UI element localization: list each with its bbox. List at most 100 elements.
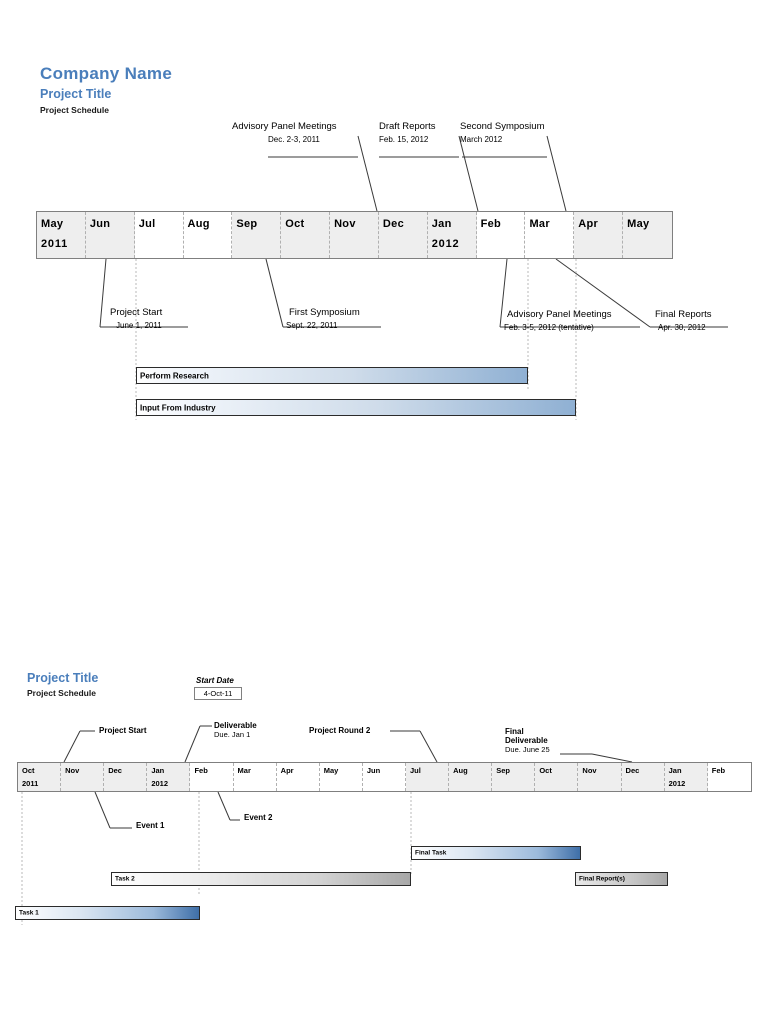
milestone-title: Final Deliverable: [505, 727, 548, 745]
timeline-month-cell: Apr: [574, 212, 624, 258]
timeline-month-cell: Jan 2012: [664, 763, 708, 791]
milestone-title: Deliverable: [214, 721, 257, 730]
timeline-month-label: Aug: [453, 766, 468, 775]
milestone-c2-project-round-2: Project Round 2: [309, 726, 370, 735]
timeline-month-label: Oct: [539, 766, 552, 775]
timeline-month-label: Nov: [65, 766, 80, 775]
milestone-title: Final Reports: [655, 309, 712, 320]
task-bar-input-from-industry[interactable]: Input From Industry: [136, 399, 576, 416]
timeline-month-label: Sep: [496, 766, 510, 775]
timeline-month-label: Sep: [236, 218, 258, 230]
task-bar-task-1[interactable]: Task 1: [15, 906, 200, 920]
timeline-month-label: Apr: [578, 218, 599, 230]
task-bar-final-reports[interactable]: Final Report(s): [575, 872, 668, 886]
milestone-date: Due. Jan 1: [214, 730, 251, 739]
timeline-month-label: Jun: [89, 218, 111, 230]
task-bar-label: Final Report(s): [579, 875, 625, 883]
milestone-title: First Symposium: [289, 307, 360, 318]
milestone-title: Event 1: [136, 821, 165, 830]
task-bar-label: Perform Research: [140, 371, 209, 380]
timeline-month-cell: Jan 2012: [147, 763, 191, 791]
task-bar-label: Final Task: [415, 849, 447, 857]
task-bar-label: Input From Industry: [140, 403, 216, 412]
milestone-title: Project Start: [99, 726, 147, 735]
leader-project-start: [99, 258, 107, 328]
milestone-c2-event-2: Event 2: [244, 813, 272, 822]
timeline-month-cell: Oct: [535, 763, 579, 791]
timeline-month-cell: Mar: [525, 212, 575, 258]
timeline-month-cell: Nov: [578, 763, 622, 791]
timeline-month-cell: Nov: [330, 212, 379, 258]
timeline-month-label: May: [627, 218, 650, 230]
timeline-month-cell: Dec: [621, 763, 665, 791]
milestone-first-symposium: First Symposium Sept. 22, 2011: [286, 307, 360, 330]
timeline-month-cell: Dec: [104, 763, 148, 791]
leader-advisory-panel-feb: [499, 258, 508, 328]
task-bar-final-task[interactable]: Final Task: [411, 846, 581, 860]
leader-c2-round2: [419, 730, 438, 763]
timeline-month-label: Nov: [334, 218, 356, 230]
timeline-month-cell: Aug: [184, 212, 233, 258]
timeline-month-cell: Feb: [708, 763, 751, 791]
task-bar-label: Task 2: [115, 875, 135, 883]
timeline-month-label: Jun: [366, 766, 381, 775]
timeline-month-cell: Jun: [85, 212, 135, 258]
timeline-month-label: Jul: [138, 218, 156, 230]
timeline-year-label: 2011: [22, 779, 39, 788]
timeline-month-cell: Jul: [405, 763, 450, 791]
milestone-title: Project Start: [110, 307, 163, 318]
timeline-month-cell: May: [623, 212, 672, 258]
milestone-title: Advisory Panel Meetings: [507, 309, 612, 320]
milestone-c2-project-start: Project Start: [99, 726, 147, 735]
timeline-month-label: Feb: [711, 766, 726, 775]
timeline-month-label: Jan: [151, 766, 165, 775]
leader-c2-event1: [94, 791, 111, 829]
timeline-month-label: Nov: [582, 766, 597, 775]
milestone-final-reports: Final Reports Apr. 30, 2012: [655, 309, 712, 332]
start-date-input[interactable]: 4-Oct-11: [194, 687, 242, 700]
timeline-year-label: 2012: [151, 779, 169, 788]
timeline-month-label: Aug: [187, 218, 210, 230]
timeline-month-cell: Sep: [492, 763, 536, 791]
chart-one-subtitle: Project Schedule: [40, 105, 109, 115]
milestone-date: Feb. 3-5, 2012 (tentative): [504, 323, 594, 332]
leader-first-symposium: [265, 258, 284, 328]
milestone-date: Apr. 30, 2012: [658, 323, 706, 332]
timeline-month-cell: Aug: [449, 763, 493, 791]
timeline-month-cell: Jul: [135, 212, 184, 258]
milestone-date: Dec. 2-3, 2011: [268, 135, 320, 144]
timeline-year-label: 2011: [41, 238, 69, 250]
milestone-title: Advisory Panel Meetings: [232, 121, 337, 132]
task-bar-label: Task 1: [19, 909, 39, 917]
milestone-c2-final-deliverable: Final Deliverable Due. June 25: [505, 727, 550, 754]
timeline-year-label: 2012: [431, 238, 460, 250]
chart-one-title: Project Title: [40, 87, 112, 101]
timeline-month-cell: Jun: [363, 763, 406, 791]
timeline-month-label: Jan: [668, 766, 682, 775]
timeline-month-label: Feb: [194, 766, 208, 775]
timeline-month-cell: Nov: [61, 763, 105, 791]
timeline-month-cell: Mar: [234, 763, 277, 791]
milestone-draft-reports: Draft Reports Feb. 15, 2012: [379, 121, 436, 144]
milestone-title: Second Symposium: [460, 121, 545, 132]
leader-draft-reports: [458, 135, 479, 212]
task-bar-task-2[interactable]: Task 2: [111, 872, 411, 886]
leader-c2-deliverable: [184, 725, 201, 763]
milestone-c2-event-1: Event 1: [136, 821, 164, 830]
milestone-title: Draft Reports: [379, 121, 436, 132]
task-bar-perform-research[interactable]: Perform Research: [136, 367, 528, 384]
milestone-date: Sept. 22, 2011: [286, 321, 338, 330]
chart-two-subtitle: Project Schedule: [27, 688, 96, 698]
timeline-month-label: Oct: [22, 766, 35, 775]
timeline-month-cell: Oct: [281, 212, 331, 258]
milestone-project-start: Project Start June 1, 2011: [110, 307, 162, 330]
timeline-year-label: 2012: [668, 779, 686, 788]
timeline-month-cell: Feb: [190, 763, 234, 791]
milestone-second-symposium: Second Symposium March 2012: [460, 121, 544, 144]
timeline-month-label: Apr: [280, 766, 294, 775]
leader-advisory-panel-dec: [357, 135, 378, 212]
